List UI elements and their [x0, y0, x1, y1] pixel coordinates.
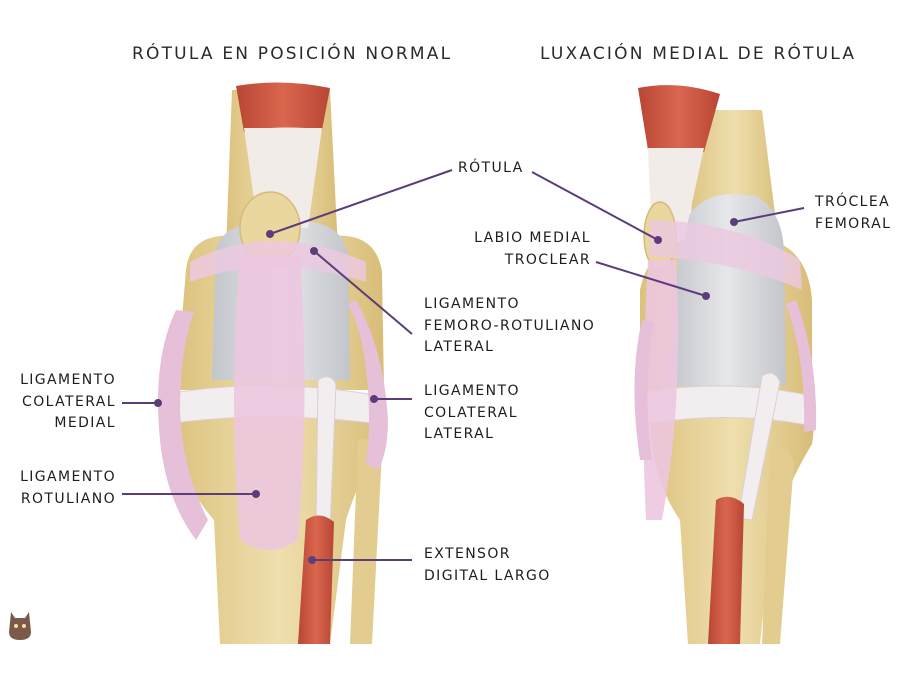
- leader-rotula-right: [531, 171, 659, 241]
- dot-rotuliano: [252, 490, 260, 498]
- extensor-muscle-luxation: [708, 496, 744, 644]
- leader-dots: [154, 218, 738, 564]
- title-normal: RÓTULA EN POSICIÓN NORMAL: [132, 44, 453, 64]
- title-luxation: LUXACIÓN MEDIAL DE RÓTULA: [540, 44, 857, 64]
- label-lig-femoro-rotuliano: LIGAMENTO FEMORO-ROTULIANO LATERAL: [424, 296, 596, 355]
- label-labio-medial: LABIO MEDIAL TROCLEAR: [474, 230, 591, 268]
- lateral-collateral-ligament: [348, 300, 388, 470]
- knee-normal: [158, 82, 388, 644]
- label-extensor-digital: EXTENSOR DIGITAL LARGO: [424, 546, 551, 584]
- leader-lines: [122, 169, 805, 561]
- label-lig-colateral-medial: LIGAMENTO COLATERAL MEDIAL: [20, 372, 116, 431]
- medial-collateral-ligament: [158, 310, 208, 540]
- extensor-tendon-luxation: [737, 372, 781, 521]
- leader-labio-medial: [595, 261, 707, 297]
- patellar-ligament: [234, 256, 305, 550]
- femoropatellar-ligaments-luxation: [650, 220, 802, 290]
- label-lig-rotuliano: LIGAMENTO ROTULIANO: [20, 469, 116, 507]
- leader-femoro-rotuliano: [313, 250, 413, 335]
- leader-rotula-left: [269, 169, 453, 235]
- dot-colateral-lateral: [370, 395, 378, 403]
- dot-labio-medial: [702, 292, 710, 300]
- dot-rotula-right: [654, 236, 662, 244]
- dot-troclea-femoral: [730, 218, 738, 226]
- lateral-ligament-luxation: [786, 300, 817, 432]
- dot-colateral-medial: [154, 399, 162, 407]
- fibula-luxation: [762, 449, 794, 644]
- label-rotula: RÓTULA: [458, 160, 524, 176]
- knee-luxation: [634, 85, 817, 644]
- dot-extensor: [308, 556, 316, 564]
- label-lig-colateral-lateral: LIGAMENTO COLATERAL LATERAL: [424, 383, 520, 442]
- fibula-normal: [350, 439, 382, 644]
- dot-rotula-left: [266, 230, 274, 238]
- extensor-tendon-normal: [315, 376, 337, 531]
- extensor-muscle-normal: [298, 515, 334, 644]
- medial-ligament-luxation: [634, 320, 654, 460]
- leader-troclea-femoral: [733, 207, 805, 223]
- dot-femoro-rotuliano: [310, 247, 318, 255]
- quadriceps-muscle-luxation: [638, 85, 720, 152]
- label-troclea-femoral: TRÓCLEA FEMORAL: [815, 194, 892, 232]
- cat-logo-icon: [9, 612, 31, 640]
- quadriceps-muscle: [236, 82, 330, 132]
